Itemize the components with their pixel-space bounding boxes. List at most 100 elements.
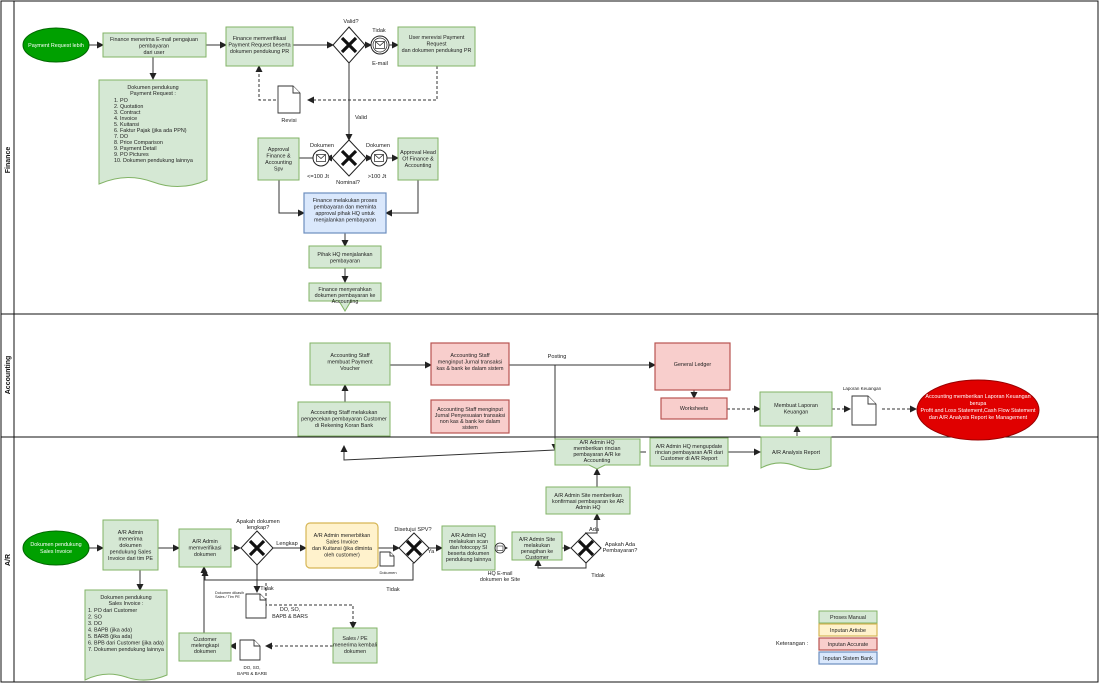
lane-accounting: Accounting [5,356,12,395]
svg-text:Revisi: Revisi [281,118,296,124]
label-tidak-ar-3: Tidak [591,573,605,579]
svg-text:Accounting memberikan Laporan: Accounting memberikan Laporan Keuanganbe… [920,394,1036,421]
finance-start-event: Payment Request lebih [22,27,90,63]
legend-accurate: Inputan Accurate [828,642,868,648]
svg-text:General Ledger: General Ledger [674,362,712,368]
svg-text:<=100 Jt: <=100 Jt [307,174,329,180]
label-tidak-1: Tidak [372,28,386,34]
gateway-valid: Valid? Tidak [332,19,386,64]
finance-start-label: Payment Request lebih [28,43,84,49]
label-email: E-mail [372,61,388,67]
nominal-question: Nominal? [336,180,360,186]
svg-text:DO, SO,BAPB & BARS: DO, SO,BAPB & BARS [272,607,308,620]
svg-text:>100 Jt: >100 Jt [368,174,387,180]
gateway-nominal: Nominal? [331,139,367,186]
legend-artisbe: Inputan Artisbe [830,628,866,634]
label-valid: Valid [355,115,367,121]
invoice-document: Dokumen [379,551,397,575]
lane-ar: A/R [5,554,12,566]
gateway-spv: Disetujui SPV? Ya Tidak [386,527,435,593]
lane-finance: Finance [5,147,12,174]
legend-bank: Inputan Sistem Bank [823,656,873,662]
legend: Keterangan : Proses Manual Inputan Artis… [776,610,878,665]
svg-text:Dokumen: Dokumen [366,143,390,149]
svg-text:Dokumen: Dokumen [310,143,334,149]
svg-text:Dokumen: Dokumen [379,570,396,575]
legend-title: Keterangan : [776,641,808,647]
ar-analysis-report: A/R Analysis Report [760,436,832,470]
report-document: Laporan Keuangan [843,386,882,426]
label-tidak-ar-2: Tidak [386,587,400,593]
label-ada: Ada [589,527,600,533]
email-icon: E-mail [370,35,390,67]
svg-text:DO, SO,BAPB & BARB: DO, SO,BAPB & BARB [237,665,267,676]
label-tidak-ar-1: Tidak [260,586,274,592]
label-lengkap: Lengkap [276,541,297,547]
spv-question: Disetujui SPV? [394,527,431,533]
svg-text:Worksheets: Worksheets [680,406,709,412]
svg-text:Laporan Keuangan: Laporan Keuangan [843,386,882,391]
label-ya: Ya [428,549,435,555]
valid-question: Valid? [343,19,358,25]
connectors [89,41,917,650]
document-icon-right: Dokumen >100 Jt [366,143,390,180]
label-posting: Posting [548,354,567,360]
document-icon-left: Dokumen <=100 Jt [307,143,334,180]
svg-text:Finance menerima E-mail pengaj: Finance menerima E-mail pengajuanpembaya… [110,37,198,56]
